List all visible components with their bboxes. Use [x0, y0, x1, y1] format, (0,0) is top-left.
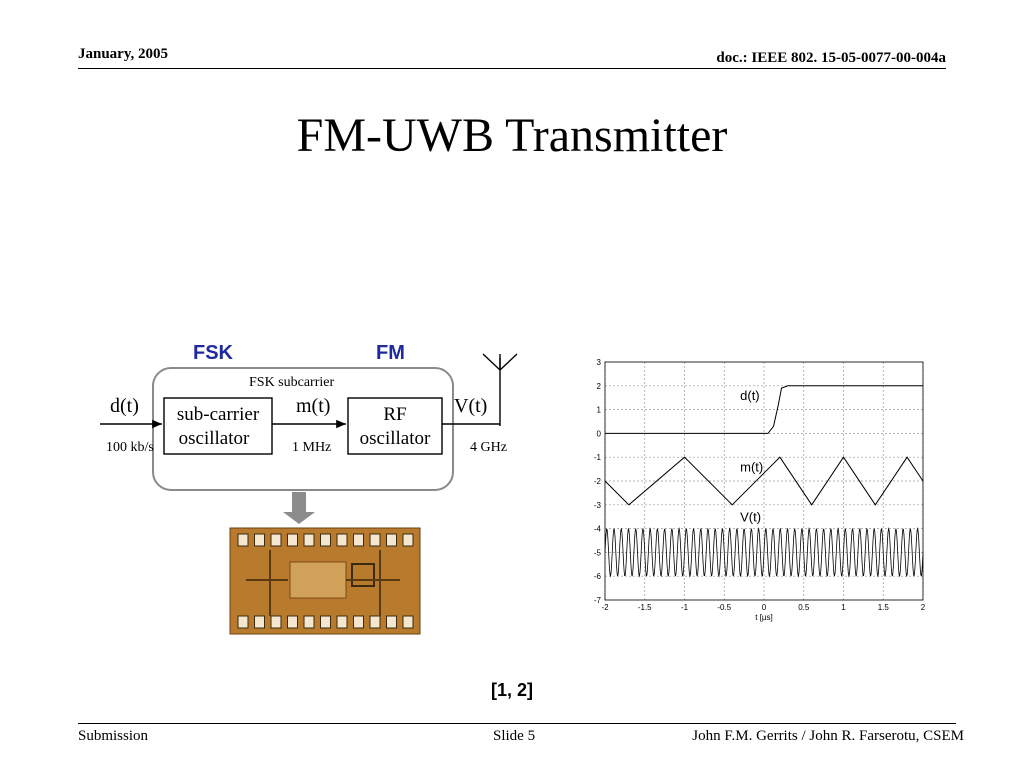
header-rule	[78, 68, 946, 69]
subcarrier-block-line1: sub-carrier	[176, 404, 260, 425]
chip-pad	[270, 615, 282, 629]
y-tick-label: -6	[594, 572, 602, 581]
chip-pad	[369, 533, 381, 547]
chip-pad	[353, 533, 364, 547]
block-diagram-svg	[100, 353, 518, 635]
header-date: January, 2005	[78, 46, 169, 62]
chip-pad	[336, 533, 348, 547]
output-signal-label: V(t)	[454, 395, 488, 417]
series-d-label: d(t)	[740, 388, 760, 403]
rf-block-line1: RF	[383, 404, 407, 425]
x-tick-label: -2	[601, 603, 609, 612]
footer-slide-number: Slide 5	[493, 728, 536, 744]
y-tick-label: -7	[594, 596, 602, 605]
series-v-line	[604, 527, 924, 578]
chip-pad	[320, 615, 331, 629]
waveform-chart-svg: -2 -1.5 -1 -0.5 0 0.5 1 1.5 2 3 2 1 0 -1 -2 -3 -4 -5 -6 -7 t…	[594, 358, 926, 622]
series-m-line	[604, 456, 924, 506]
series-d-line	[605, 385, 923, 434]
y-tick-label: 3	[597, 358, 602, 367]
x-tick-label: -0.5	[717, 603, 731, 612]
y-tick-label: -2	[594, 477, 602, 486]
waveform-chart: -2 -1.5 -1 -0.5 0 0.5 1 1.5 2 3 2 1 0 -1 -2 -3 -4 -5 -6 -7 t…	[572, 352, 962, 642]
x-tick-label: 2	[921, 603, 926, 612]
mid-rate-label: 1 MHz	[292, 440, 332, 455]
chip-pad	[320, 533, 331, 547]
footer-submission: Submission	[78, 728, 149, 744]
chip-micrograph-image	[229, 527, 421, 635]
fsk-subcarrier-label: FSK subcarrier	[249, 375, 335, 390]
chip-pad	[254, 533, 265, 547]
x-tick-label: -1	[681, 603, 689, 612]
subcarrier-block-line2: oscillator	[178, 428, 250, 449]
series-v-label: V(t)	[740, 509, 761, 524]
chip-pad	[336, 615, 348, 629]
chip-pad	[402, 533, 414, 547]
fm-label: FM	[376, 342, 405, 364]
down-arrow-icon	[283, 492, 315, 524]
chip-pad	[369, 615, 381, 629]
chip-pad	[353, 615, 364, 629]
chip-pad	[287, 533, 298, 547]
chip-pad	[287, 615, 298, 629]
input-rate-label: 100 kb/s	[106, 440, 154, 455]
output-rate-label: 4 GHz	[470, 440, 507, 455]
y-tick-label: -5	[594, 548, 602, 557]
x-tick-label: 1	[841, 603, 846, 612]
antenna-icon	[482, 353, 518, 426]
series-m-label: m(t)	[740, 459, 763, 474]
mid-signal-label: m(t)	[296, 395, 331, 417]
x-tick-label: 0	[762, 603, 767, 612]
footer-authors: John F.M. Gerrits / John R. Farserotu, C…	[692, 728, 964, 744]
chip-pad	[270, 533, 282, 547]
references: [1, 2]	[490, 680, 533, 700]
chip-pad	[386, 533, 397, 547]
chip-pad	[402, 615, 414, 629]
input-signal-label: d(t)	[110, 395, 139, 417]
y-tick-label: 0	[597, 429, 602, 438]
chip-pad	[237, 615, 249, 629]
block-diagram: FSK FM FSK subcarrier d(t) 100 kb/s sub-…	[100, 340, 530, 640]
y-tick-label: -1	[594, 453, 602, 462]
chip-pad	[237, 533, 249, 547]
chip-pad	[303, 533, 315, 547]
y-tick-label: -4	[594, 525, 602, 534]
rf-block-line2: oscillator	[359, 428, 431, 449]
rf-oscillator-block	[347, 397, 443, 455]
system-container	[152, 367, 454, 491]
y-tick-label: 1	[597, 406, 602, 415]
chip-pad	[254, 615, 265, 629]
chip-pad	[386, 615, 397, 629]
chip-pad	[303, 615, 315, 629]
y-tick-label: 2	[597, 382, 602, 391]
slide-title: FM-UWB Transmitter	[296, 109, 728, 162]
y-tick-label: -3	[594, 501, 602, 510]
fsk-label: FSK	[193, 342, 233, 364]
header-doc-id: doc.: IEEE 802. 15-05-0077-00-004a	[716, 50, 946, 66]
x-tick-label: -1.5	[638, 603, 652, 612]
x-axis-label: t [µs]	[755, 613, 773, 622]
subcarrier-oscillator-block	[163, 397, 273, 455]
x-tick-label: 1.5	[878, 603, 890, 612]
x-tick-label: 0.5	[798, 603, 810, 612]
footer-rule	[78, 723, 956, 724]
